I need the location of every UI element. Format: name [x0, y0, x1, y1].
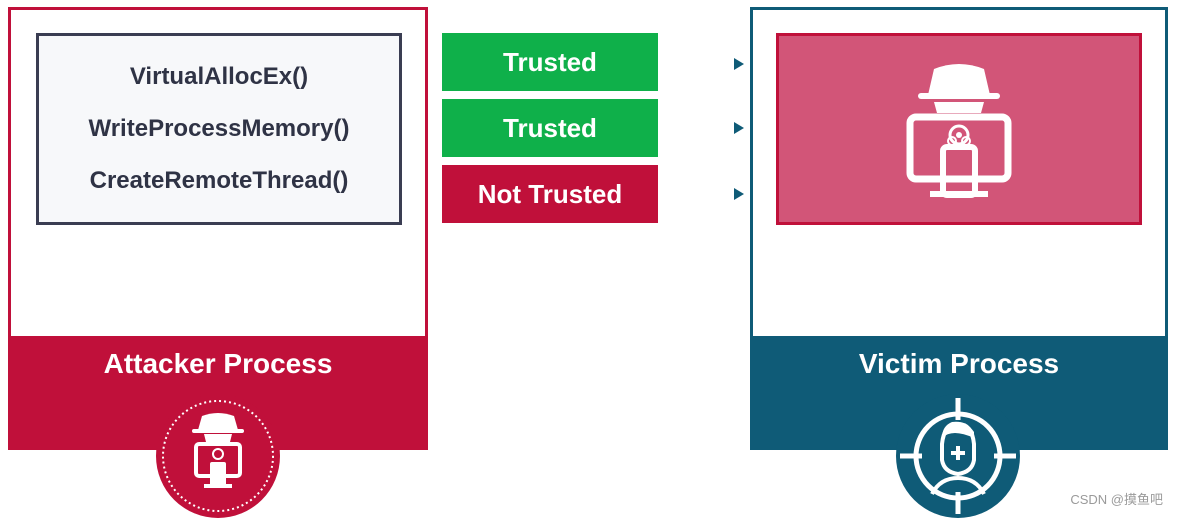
victim-process-title: Victim Process	[858, 348, 1060, 379]
arrow-trusted-1	[650, 58, 744, 70]
connection-arrows	[650, 58, 744, 200]
trust-label-2: Trusted	[442, 99, 658, 157]
not-trusted-label: Not Trusted	[442, 165, 658, 223]
api-call-virtualallocex: VirtualAllocEx()	[129, 63, 309, 90]
api-call-createremotethread: CreateRemoteThread()	[89, 167, 349, 194]
hacker-computer-icon	[156, 394, 280, 518]
attacker-process-title: Attacker Process	[103, 348, 333, 379]
watermark: CSDN @摸鱼吧	[1070, 492, 1163, 507]
trust-label-1: Trusted	[442, 33, 658, 91]
api-call-list: VirtualAllocEx() WriteProcessMemory() Cr…	[36, 33, 402, 225]
target-user-icon	[896, 394, 1020, 518]
arrow-not-trusted	[650, 188, 744, 200]
arrow-trusted-2	[650, 122, 744, 134]
hacker-biohazard-computer-icon	[906, 64, 1012, 198]
api-call-writeprocessmemory: WriteProcessMemory()	[88, 115, 350, 142]
